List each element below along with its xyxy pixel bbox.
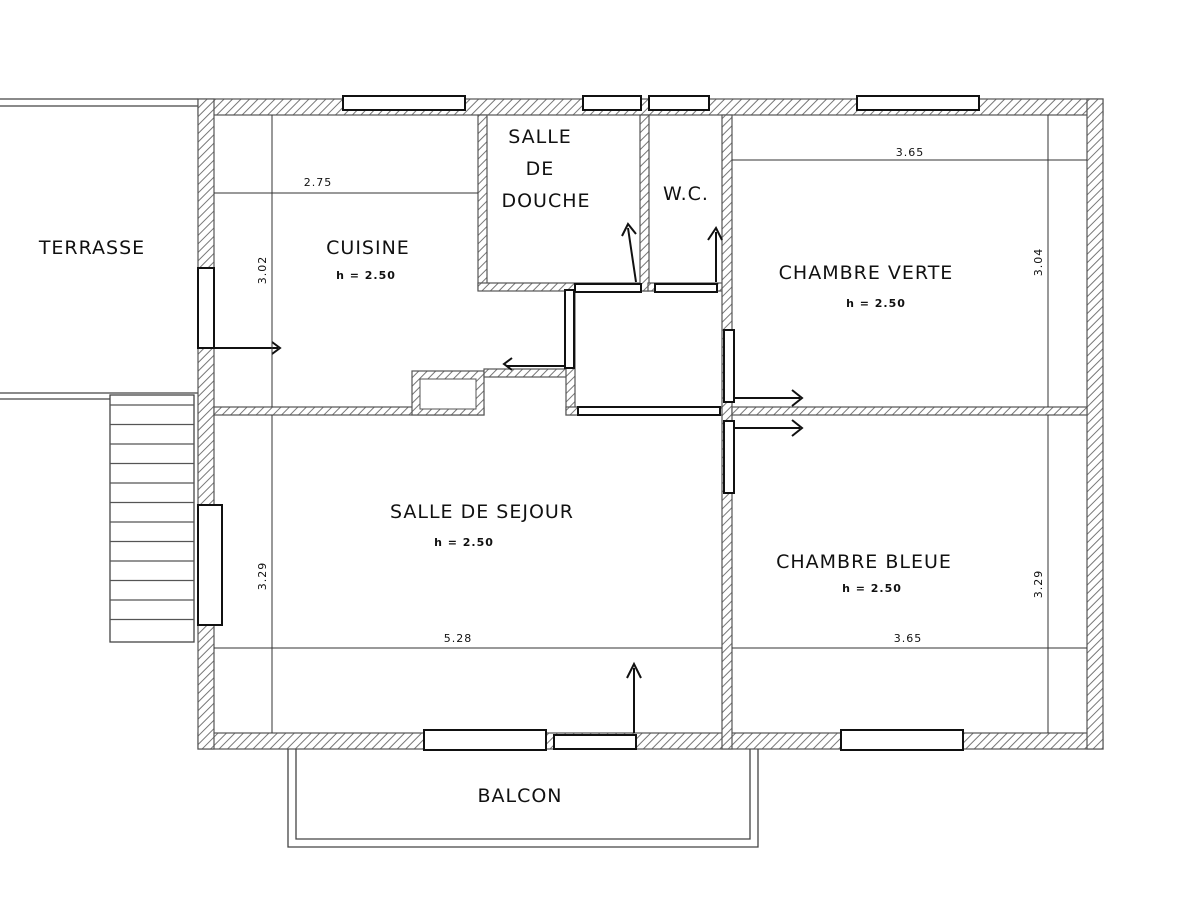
dimension-lines <box>214 115 1087 733</box>
kitchen-width-dim: 2.75 <box>304 176 333 189</box>
green-bedroom-height: h = 2.50 <box>846 297 906 310</box>
green-bedroom-width-dim: 3.65 <box>896 146 925 159</box>
shower-label-1: SALLE <box>508 126 572 148</box>
green-bedroom-height-dim: 3.04 <box>1032 248 1045 277</box>
kitchen-label: CUISINE <box>326 237 410 259</box>
door-arrows <box>214 222 804 733</box>
blue-bedroom-height-dim: 3.29 <box>1032 570 1045 599</box>
doors <box>553 283 735 750</box>
blue-bedroom-height: h = 2.50 <box>842 582 902 595</box>
interior-walls <box>213 114 1088 750</box>
living-width-dim: 5.28 <box>444 632 473 645</box>
green-bedroom-label: CHAMBRE VERTE <box>779 262 954 284</box>
wc-label: W.C. <box>663 183 709 205</box>
shower-label-3: DOUCHE <box>501 190 590 212</box>
terrace-outline <box>0 98 198 400</box>
staircase <box>109 394 195 643</box>
living-room-height: h = 2.50 <box>434 536 494 549</box>
living-height-dim: 3.29 <box>256 562 269 591</box>
shower-label-2: DE <box>526 158 555 180</box>
kitchen-height-dim: 3.02 <box>256 256 269 285</box>
terrace-label: TERRASSE <box>38 237 145 259</box>
blue-bedroom-width-dim: 3.65 <box>894 632 923 645</box>
kitchen-height: h = 2.50 <box>336 269 396 282</box>
blue-bedroom-label: CHAMBRE BLEUE <box>776 551 952 573</box>
balcony-outline <box>287 749 759 848</box>
living-room-label: SALLE DE SEJOUR <box>390 501 574 523</box>
outer-walls <box>197 98 1104 750</box>
balcony-label: BALCON <box>477 785 562 807</box>
windows <box>197 95 980 751</box>
